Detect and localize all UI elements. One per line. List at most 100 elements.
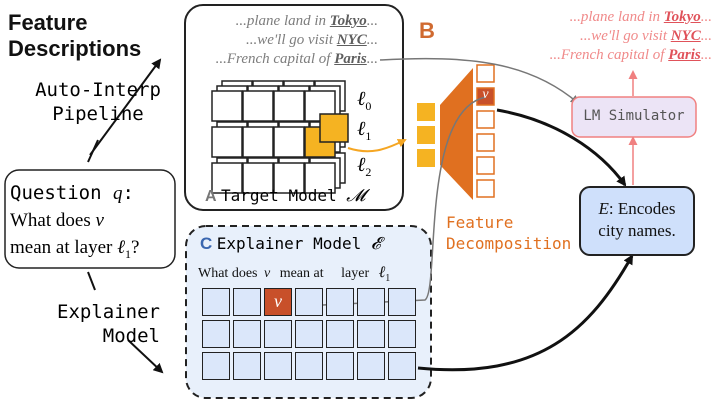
prompt-token-what-does: What does [198,266,258,281]
snippet-1-pre: ...plane land in [235,13,330,29]
feature-column [476,64,495,198]
question-line1: Question q: [10,180,176,207]
sim-snippet-3-bold: Paris [668,47,701,63]
explainer-model-text: Explainer Model [216,234,371,253]
section-b-label: B [419,18,435,43]
decomposition-trapezoid [440,68,473,200]
snippet-3-post: ... [366,51,378,67]
explanation-e: E [598,199,609,218]
auto-interp-label: Auto-Interp Pipeline [28,78,168,126]
snippet-3-bold: Paris [334,51,367,67]
explainer-cell [388,352,416,380]
target-model-text: Target Model [221,186,347,205]
explainer-cell [357,320,385,348]
explainer-model-caption: C Explainer Model 𝓔 [200,234,381,254]
feature-decomposition-label: Feature Decomposition [446,212,571,254]
question-symbol: q [112,183,123,204]
question-sub: 1 [125,246,132,261]
explainer-cell [202,352,230,380]
explainer-label-line2: Model [102,325,160,347]
explainer-cell [233,320,261,348]
explainer-model-symbol: 𝓔 [370,234,381,253]
feature-decomposition-line2: Decomposition [446,234,572,253]
auto-interp-arrow [89,58,162,156]
layer-label-0: ℓ0 [357,88,371,114]
target-model-caption: A Target Model 𝓜 [205,186,365,206]
snippet-1-bold: Tokyo [329,13,367,29]
explainer-cell [357,352,385,380]
explainer-label: Explainer Model [20,300,160,348]
explainer-cell [326,352,354,380]
figure-title: Feature Descriptions [8,10,141,62]
sim-snippet-2: ...we'll go visit NYC... [550,27,712,46]
layer-0-sub: 0 [365,99,372,113]
sim-snippet-3-post: ... [700,47,712,63]
lm-simulator-label: LM Simulator [583,108,685,124]
activation-arrow [347,139,407,153]
sim-snippet-2-pre: ...we'll go visit [580,28,671,44]
explainer-cell [264,352,292,380]
question-prefix: Question [10,182,113,204]
feature-to-explanation-arrow [496,108,627,187]
explainer-cell [202,320,230,348]
layer-2-sub: 2 [365,165,372,179]
sim-snippet-3: ...French capital of Paris... [550,46,712,65]
sim-snippet-2-bold: NYC [670,28,701,44]
sim-snippet-3-pre: ...French capital of [549,47,669,63]
sim-snippet-1: ...plane land in Tokyo... [550,8,712,27]
target-model-letter: A [205,188,217,205]
snippet-3-pre: ...French capital of [215,51,335,67]
snippet-1-post: ... [366,13,378,29]
explainer-cell [264,320,292,348]
auto-interp-line2: Pipeline [52,103,144,125]
simulated-snippets: ...plane land in Tokyo... ...we'll go vi… [550,8,712,65]
layer-2-ell: ℓ [357,154,366,176]
explanation-line2: city names. [598,221,676,240]
sae-input-squares [417,103,435,167]
feature-to-explainer-arrow [300,96,487,311]
explainer-model-letter: C [200,234,213,253]
target-model-grid [211,80,349,194]
target-model-symbol: 𝓜 [346,186,366,205]
sim-snippet-1-bold: Tokyo [663,9,701,25]
prompt-tokens: What does v mean at layer ℓ1 [198,264,390,284]
explainer-cell [233,352,261,380]
explainer-cell [295,320,323,348]
figure-title-line2: Descriptions [8,36,142,61]
explainer-v-cell: v [264,288,292,316]
explainer-cell [326,320,354,348]
layer-1-ell: ℓ [357,118,366,140]
snippets-to-simulator-arrow [379,57,580,105]
prompt-token-layer: layer [341,266,370,281]
figure-title-line1: Feature [8,10,88,35]
target-snippets: ...plane land in Tokyo... ...we'll go vi… [216,12,378,69]
question-to-explainer-line [87,271,96,291]
sim-snippet-2-post: ... [700,28,712,44]
explainer-cell [295,352,323,380]
layer-label-2: ℓ2 [357,154,371,180]
snippet-1: ...plane land in Tokyo... [216,12,378,31]
sim-snippet-1-post: ... [700,9,712,25]
snippet-3: ...French capital of Paris... [216,50,378,69]
question-box [4,169,176,269]
snippet-2-post: ... [366,32,378,48]
explanation-text: E: Encodes city names. [580,198,694,242]
question-line3-text: mean at layer [10,237,118,258]
prompt-token-sub: 1 [385,272,391,284]
snippet-2-bold: NYC [336,32,367,48]
explainer-cell [233,288,261,316]
explanation-line1: E: Encodes [580,198,694,220]
explainer-model-arrow [127,339,164,374]
explainer-v-label: v [274,291,282,311]
explainer-cell [388,288,416,316]
explanation-box [579,186,695,256]
explainer-label-line1: Explainer [57,301,160,323]
question-ell: ℓ [117,237,126,258]
explainer-cell [357,288,385,316]
explanation-rest1: : Encodes [608,199,676,218]
question-end: ? [131,237,140,258]
prompt-token-v: v [263,266,271,281]
prompt-token-mean-at: mean at [279,266,324,281]
explainer-to-explanation-arrow [417,254,634,372]
layer-0-ell: ℓ [357,88,366,110]
